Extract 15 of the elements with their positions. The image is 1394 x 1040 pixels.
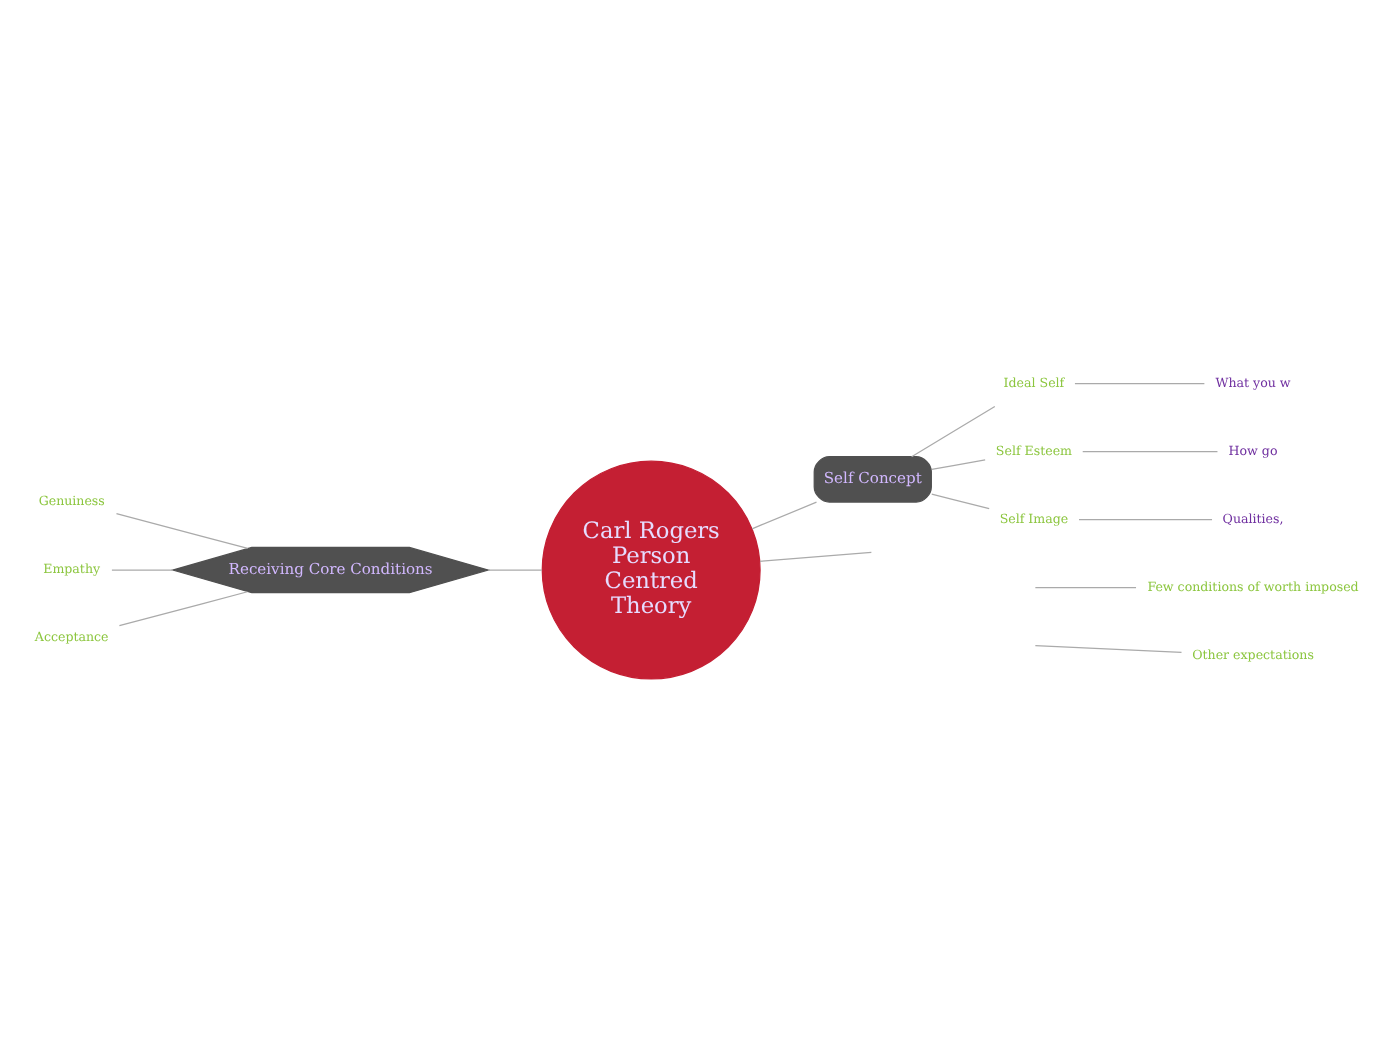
connector (931, 493, 990, 510)
connector (1082, 451, 1219, 453)
connector (1034, 645, 1183, 654)
connector (1074, 383, 1205, 385)
connector (751, 501, 818, 530)
connector (911, 405, 996, 458)
connector (1078, 519, 1213, 521)
connector (487, 569, 543, 571)
node-circle: Carl Rogers Person Centred Theory (541, 460, 761, 680)
connector (115, 512, 249, 550)
connector (111, 569, 174, 571)
connector (759, 551, 872, 562)
connector (118, 591, 249, 627)
connector (1034, 587, 1137, 589)
connector (931, 459, 986, 470)
